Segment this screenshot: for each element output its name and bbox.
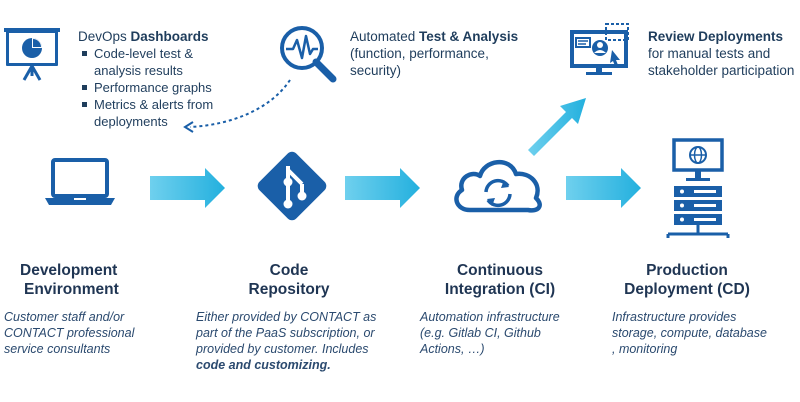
dashboards-item: Performance graphs — [82, 79, 268, 96]
server-rack-icon — [666, 138, 730, 238]
git-diamond-icon — [257, 151, 327, 221]
cloud-sync-icon — [454, 160, 542, 213]
waveform-magnifier-icon — [280, 26, 337, 83]
laptop-icon — [45, 158, 115, 205]
flow-arrow-1 — [150, 168, 225, 208]
review-desc: for manual tests and stakeholder partici… — [648, 46, 795, 78]
flow-arrow-2 — [345, 168, 420, 208]
flow-arrow-3 — [566, 168, 641, 208]
testing-block: Automated Test & Analysis (function, per… — [350, 29, 519, 78]
dashboards-item: Metrics & alerts from deployments — [82, 96, 234, 130]
stage-title: Production Deployment (CD) — [624, 262, 750, 298]
stage-title: Development Environment — [20, 262, 119, 298]
dashboards-block: DevOps Dashboards Code-level test & anal… — [78, 28, 268, 130]
stage-title: Continuous Integration (CI) — [444, 262, 556, 298]
dashboards-title: DevOps Dashboards — [78, 29, 209, 44]
stage-ci: Continuous Integration (CI) Automation i… — [420, 261, 600, 357]
stage-desc: Automation infrastructure (e.g. Gitlab C… — [420, 310, 560, 356]
presentation-board-icon — [4, 28, 60, 81]
stage-repository: Code Repository Either provided by CONTA… — [196, 261, 396, 373]
review-monitor-icon — [570, 23, 629, 75]
stage-desc: Either provided by CONTACT as part of th… — [196, 310, 377, 372]
stage-cd: Production Deployment (CD) Infrastructur… — [612, 261, 800, 357]
review-block: Review Deployments for manual tests and … — [648, 28, 800, 79]
dashboards-item: Code-level test & analysis results — [82, 45, 234, 79]
stage-development: Development Environment Customer staff a… — [4, 261, 184, 357]
stage-desc: Customer staff and/or CONTACT profession… — [4, 310, 135, 356]
review-title: Review Deployments — [648, 29, 784, 44]
stage-desc: Infrastructure provides storage, compute… — [612, 310, 767, 356]
flow-arrow-review — [528, 98, 586, 156]
dashboards-list: Code-level test & analysis results Perfo… — [78, 45, 268, 130]
stage-title: Code Repository — [248, 262, 330, 298]
